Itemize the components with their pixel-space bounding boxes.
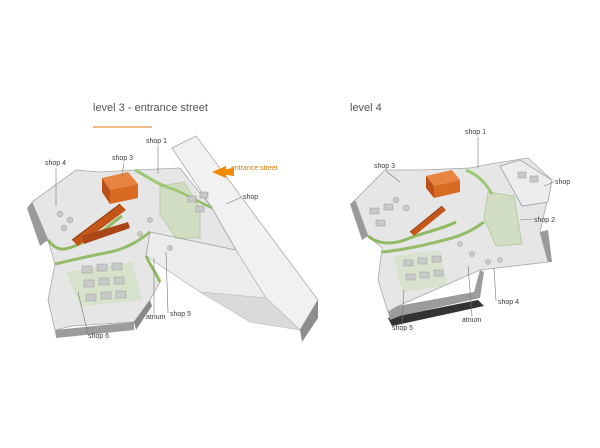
l4-label-shop: shop (555, 179, 570, 186)
level3-title: level 3 - entrance street (93, 102, 208, 114)
l3-label-entrance-street: entrance street (231, 165, 278, 172)
level4-diagram: level 4 (350, 102, 570, 332)
level4-title: level 4 (350, 102, 382, 114)
level4-labels: shop 1 shop 3 shop shop 2 shop 4 atrium … (374, 129, 570, 332)
level4-glass-partitions (367, 168, 494, 254)
l3-label-shop: shop (243, 194, 258, 201)
level4-floor-slab (350, 157, 553, 320)
l4-label-shop5: shop 5 (392, 325, 413, 332)
l3-label-shop3: shop 3 (112, 155, 133, 162)
l4-label-shop1: shop 1 (465, 129, 486, 136)
level4-tables (369, 171, 539, 281)
l3-label-shop1: shop 1 (146, 138, 167, 145)
l3-label-shop4: shop 4 (45, 160, 66, 167)
l4-label-shop2: shop 2 (534, 217, 555, 224)
level3-tables (56, 191, 209, 302)
level3-escalators (71, 203, 130, 246)
level3-diagram: level 3 - entrance street (27, 102, 319, 342)
l3-label-atrium: atrium (146, 314, 166, 321)
level3-orange-block (102, 172, 138, 204)
entrance-arrow-icon (212, 166, 234, 178)
l4-label-atrium: atrium (462, 317, 482, 324)
l3-label-shop6: shop 6 (88, 333, 109, 340)
level4-base-strip (388, 300, 484, 326)
l3-label-shop5: shop 5 (170, 311, 191, 318)
level3-labels: shop 1 shop 3 shop 4 entrance street sho… (45, 138, 278, 340)
level4-escalators (409, 205, 446, 236)
level4-orange-block (426, 170, 460, 198)
l4-label-shop4: shop 4 (498, 299, 519, 306)
l4-label-shop3: shop 3 (374, 163, 395, 170)
level4-glass-box (483, 191, 523, 247)
level4-upper-balcony (499, 159, 553, 207)
